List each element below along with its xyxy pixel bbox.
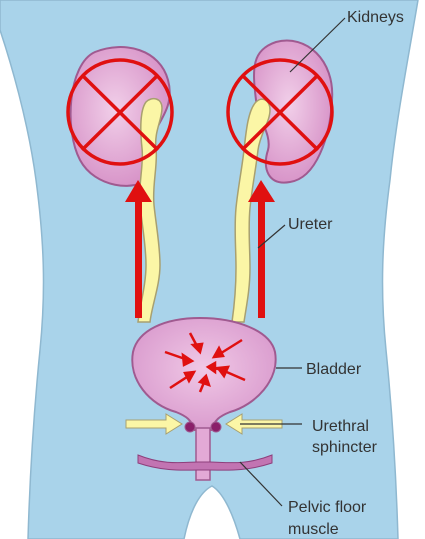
pelvic-label-line2: muscle	[288, 521, 339, 538]
ureter-label: Ureter	[288, 216, 333, 233]
sphincter-label-line2: sphincter	[312, 439, 378, 456]
left-kidney-cross-mark	[66, 58, 174, 166]
ureter-leader-line	[257, 224, 286, 249]
right-upward-arrow	[248, 180, 275, 318]
left-upward-arrow	[125, 180, 152, 318]
sphincter-label-line1: Urethral	[312, 418, 369, 435]
urethra	[195, 427, 211, 481]
pelvic-label-line1: Pelvic floor	[288, 499, 367, 516]
kidneys-label: Kidneys	[347, 9, 404, 26]
left-ureter	[137, 97, 163, 323]
urethral-sphincter-left	[184, 421, 196, 433]
urethral-sphincter-right	[210, 421, 222, 433]
bladder-contraction-arrows	[164, 332, 246, 393]
pelvic-leader-line	[239, 461, 283, 507]
kidneys-leader-line	[289, 17, 346, 73]
right-kidney-cross-mark	[226, 58, 334, 166]
bladder-label: Bladder	[306, 361, 362, 378]
pelvic-floor-muscle	[137, 454, 273, 471]
sphincter-squeeze-arrow-left	[125, 413, 183, 435]
